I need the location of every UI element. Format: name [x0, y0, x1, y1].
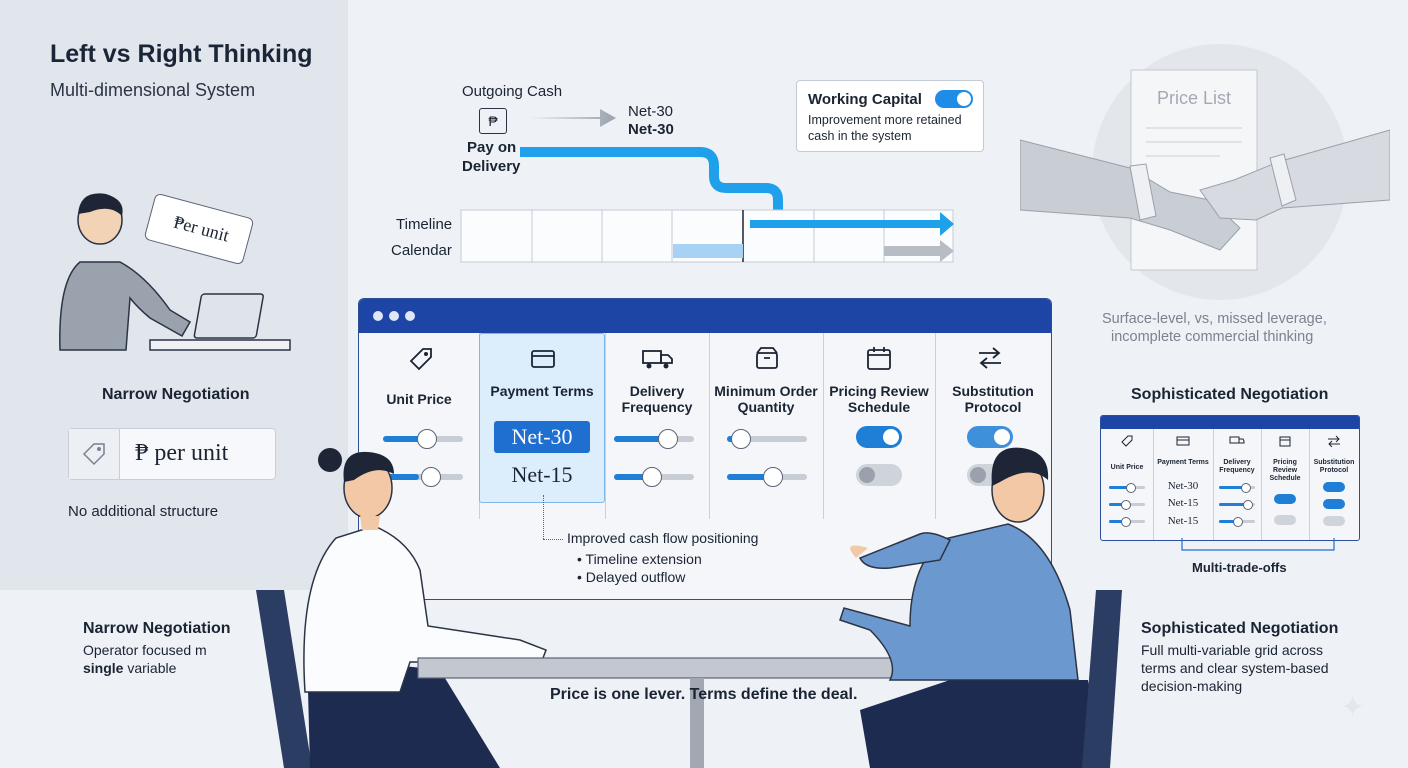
handshake-caption-2: incomplete commercial thinking	[1111, 329, 1314, 345]
page-subtitle: Multi-dimensional System	[50, 80, 256, 100]
mini-calendar-icon	[1279, 436, 1291, 447]
moq-slider-2[interactable]	[727, 467, 807, 487]
window-dot-3[interactable]	[405, 311, 415, 321]
mini-slider[interactable]	[1219, 517, 1255, 527]
mini-slider[interactable]	[1109, 500, 1145, 510]
price-list-title: Price List	[1157, 88, 1232, 108]
column-label: Substitution Protocol	[952, 383, 1034, 415]
calendar-label: Calendar	[391, 242, 452, 259]
mini-slider[interactable]	[1109, 483, 1145, 493]
bottom-left-line-2: single variable	[83, 660, 177, 676]
mini-tag-icon	[1121, 435, 1133, 447]
bottom-right-heading: Sophisticated Negotiation	[1141, 620, 1339, 637]
bottom-left-heading: Narrow Negotiation	[83, 620, 231, 637]
truck-icon	[642, 350, 673, 369]
mini-toggle-off[interactable]	[1323, 516, 1345, 526]
negotiation-grid-window: Unit Price Payment Terms Net-30 Net-15 D…	[358, 298, 1052, 600]
working-capital-desc-2: cash in the system	[808, 129, 912, 143]
bottom-right-line-2: terms and clear system-based	[1141, 660, 1329, 676]
working-capital-desc-1: Improvement more retained	[808, 113, 962, 127]
mini-toggle-off[interactable]	[1274, 515, 1296, 525]
callout-connector	[543, 495, 545, 539]
mini-toggle-on[interactable]	[1323, 482, 1345, 492]
left-heading: Narrow Negotiation	[102, 386, 250, 403]
unit-price-slider-2[interactable]	[383, 467, 463, 487]
mini-column-payment-terms: Payment Terms Net-30 Net-15 Net-15	[1153, 429, 1214, 540]
person-laptop-illustration	[59, 193, 291, 351]
mini-swap-icon	[1328, 435, 1340, 447]
pay-label-2: Delivery	[462, 158, 521, 175]
mini-toggle-on[interactable]	[1323, 499, 1345, 509]
net-15-option[interactable]: Net-15	[511, 462, 573, 487]
mini-truck-icon	[1229, 436, 1245, 444]
window-titlebar	[359, 299, 1051, 333]
delivery-slider-2[interactable]	[614, 467, 694, 487]
column-label: Minimum Order Quantity	[714, 383, 818, 415]
mini-slider[interactable]	[1219, 500, 1255, 510]
wallet-icon: ₱	[479, 108, 507, 134]
window-dot-2[interactable]	[389, 311, 399, 321]
swap-arrows-icon	[979, 347, 1001, 369]
review-toggle-on[interactable]	[856, 426, 902, 448]
working-capital-title: Working Capital	[808, 91, 922, 108]
mini-column-delivery-frequency: Delivery Frequency	[1213, 429, 1262, 540]
column-unit-price: Unit Price	[359, 333, 480, 519]
callout-item-2: • Delayed outflow	[577, 569, 686, 585]
column-label: Payment Terms	[490, 383, 594, 399]
payment-terms-highlight	[479, 333, 605, 503]
column-minimum-order-quantity: Minimum Order Quantity	[709, 333, 824, 519]
calendar-icon	[867, 347, 891, 370]
delivery-slider-1[interactable]	[614, 429, 694, 449]
column-payment-terms: Payment Terms Net-30 Net-15	[479, 333, 606, 519]
left-note: No additional structure	[68, 503, 219, 520]
credit-card-icon	[531, 350, 555, 368]
timeline-label: Timeline	[396, 216, 453, 233]
pay-label-1: Pay on	[467, 139, 517, 156]
mini-toggle-on[interactable]	[1274, 494, 1296, 504]
column-label: Pricing Review Schedule	[829, 383, 929, 415]
column-pricing-review-schedule: Pricing Review Schedule	[823, 333, 936, 519]
bottom-right-line-3: decision-making	[1141, 678, 1243, 694]
column-label: Unit Price	[386, 391, 452, 407]
column-delivery-frequency: Delivery Frequency	[605, 333, 710, 519]
sparkle-icon: ✦	[1340, 691, 1366, 724]
tagline: Price is one lever. Terms define the dea…	[550, 686, 858, 703]
window-dot-1[interactable]	[373, 311, 383, 321]
callout-title: Improved cash flow positioning	[567, 530, 759, 546]
negotiation-scene-illustration	[256, 447, 1122, 768]
net-label-2: Net-30	[628, 121, 674, 138]
mini-slider[interactable]	[1109, 517, 1145, 527]
mini-slider[interactable]	[1219, 483, 1255, 493]
left-panel	[0, 0, 348, 590]
handshake-illustration	[1020, 44, 1390, 300]
trade-offs-label: Multi-trade-offs	[1192, 560, 1287, 575]
mini-negotiation-grid: Unit Price Payment Terms Net-30 Net-15 N…	[1100, 415, 1360, 541]
unit-price-slider-1[interactable]	[383, 429, 463, 449]
unit-price-box: ₱ per unit	[68, 428, 276, 480]
bottom-right-line-1: Full multi-variable grid across	[1141, 642, 1324, 658]
mini-column-pricing-review: Pricing Review Schedule	[1261, 429, 1310, 540]
mini-card-icon	[1176, 436, 1190, 446]
cash-flow-arrows	[460, 109, 954, 263]
mini-column-unit-price: Unit Price	[1101, 429, 1154, 540]
moq-slider-1[interactable]	[727, 429, 807, 449]
working-capital-toggle[interactable]	[935, 90, 973, 108]
box-icon	[756, 347, 778, 369]
outgoing-cash-label: Outgoing Cash	[462, 83, 563, 100]
tag-icon	[69, 429, 120, 479]
trade-offs-bracket	[1181, 538, 1335, 551]
price-tag-icon	[409, 348, 432, 371]
review-toggle-off[interactable]	[856, 464, 902, 486]
page-title: Left vs Right Thinking	[50, 40, 313, 68]
column-label: Delivery Frequency	[621, 383, 693, 415]
net-30-option[interactable]: Net-30	[494, 421, 590, 453]
substitution-toggle-on[interactable]	[967, 426, 1013, 448]
net-label-1: Net-30	[628, 103, 674, 120]
bottom-left-line-1: Operator focused m	[83, 642, 207, 658]
handshake-caption-1: Surface-level, vs, missed leverage,	[1102, 311, 1327, 327]
callout-item-1: • Timeline extension	[577, 551, 702, 567]
right-heading: Sophisticated Negotiation	[1131, 386, 1329, 403]
working-capital-card: Working Capital Improvement more retaine…	[796, 80, 984, 152]
mini-column-substitution: Substitution Protocol	[1309, 429, 1359, 540]
